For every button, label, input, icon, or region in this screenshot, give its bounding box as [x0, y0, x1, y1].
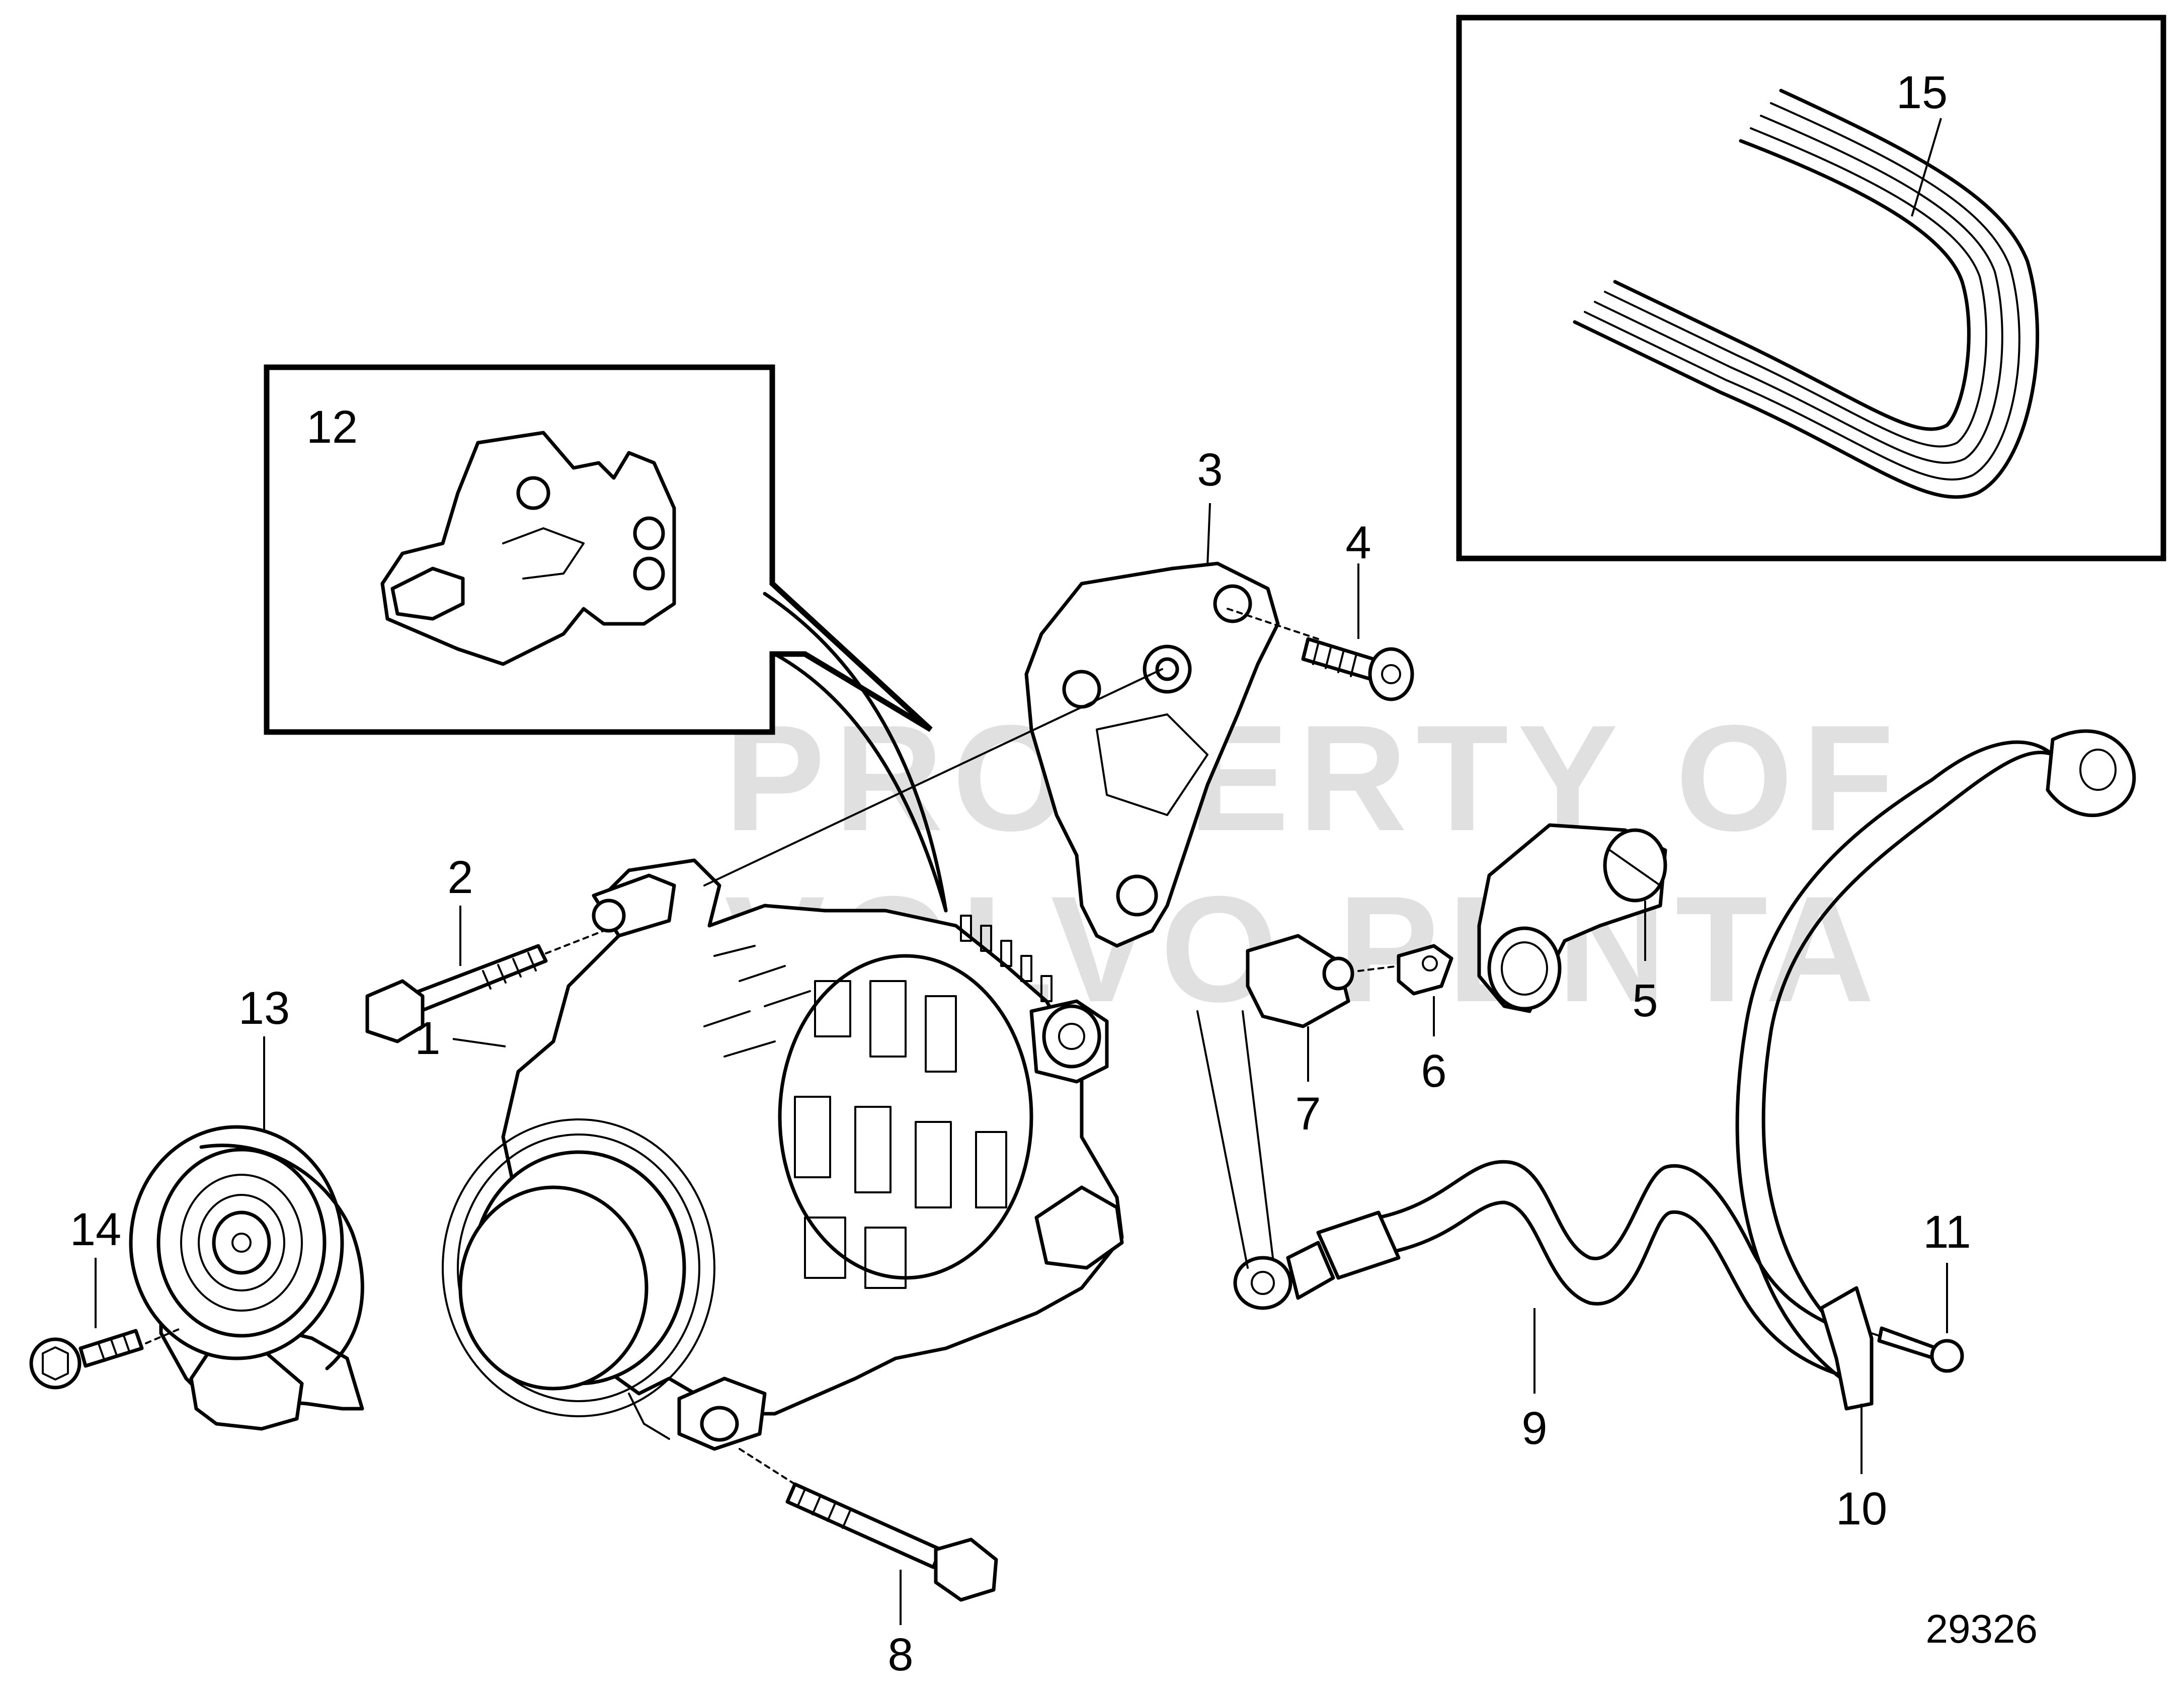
figure-reference-number: 29326 — [1926, 1606, 2038, 1651]
mounting-bracket: 3 — [1024, 444, 1280, 948]
callout-8: 8 — [887, 1629, 913, 1680]
callout-7: 7 — [1295, 1088, 1321, 1140]
charging-cable: 9 — [1196, 1010, 1853, 1454]
callout-9: 9 — [1521, 1403, 1547, 1454]
long-cable: 10 11 — [1735, 729, 2136, 1534]
callout-5: 5 — [1632, 975, 1658, 1026]
bracket-inset-box: 12 — [264, 364, 948, 913]
callout-2: 2 — [447, 852, 473, 903]
alternator: 1 — [415, 668, 1163, 1451]
watermark-line-1: PROPERTY OF — [724, 693, 1903, 862]
bracket-detail-drawing — [380, 431, 676, 666]
inset-pointer-line — [763, 592, 948, 913]
callout-3: 3 — [1197, 444, 1223, 496]
spacer-and-nut: 6 7 — [1246, 934, 1453, 1140]
callout-4: 4 — [1345, 517, 1371, 569]
drive-belt-drawing — [1573, 89, 2040, 499]
callout-12: 12 — [306, 401, 358, 453]
alternator-upper-bolt: 2 — [365, 852, 605, 1043]
belt-inset-box: 15 — [1456, 15, 2166, 561]
inset-frame-15 — [1456, 15, 2166, 561]
callout-11: 11 — [1923, 1206, 1971, 1258]
bracket-bolt: 4 — [1227, 517, 1414, 701]
tensioner-bolt: 14 — [29, 1204, 182, 1390]
callout-6: 6 — [1421, 1045, 1446, 1097]
leader-15 — [1911, 118, 1942, 217]
callout-15: 15 — [1896, 67, 1948, 118]
belt-tensioner: 13 — [129, 983, 364, 1431]
callout-14: 14 — [70, 1204, 121, 1255]
callout-10: 10 — [1836, 1483, 1887, 1534]
callout-13: 13 — [238, 983, 290, 1034]
cable-connector: 5 — [1477, 823, 1667, 1026]
alternator-lower-bolt: 8 — [739, 1448, 998, 1680]
